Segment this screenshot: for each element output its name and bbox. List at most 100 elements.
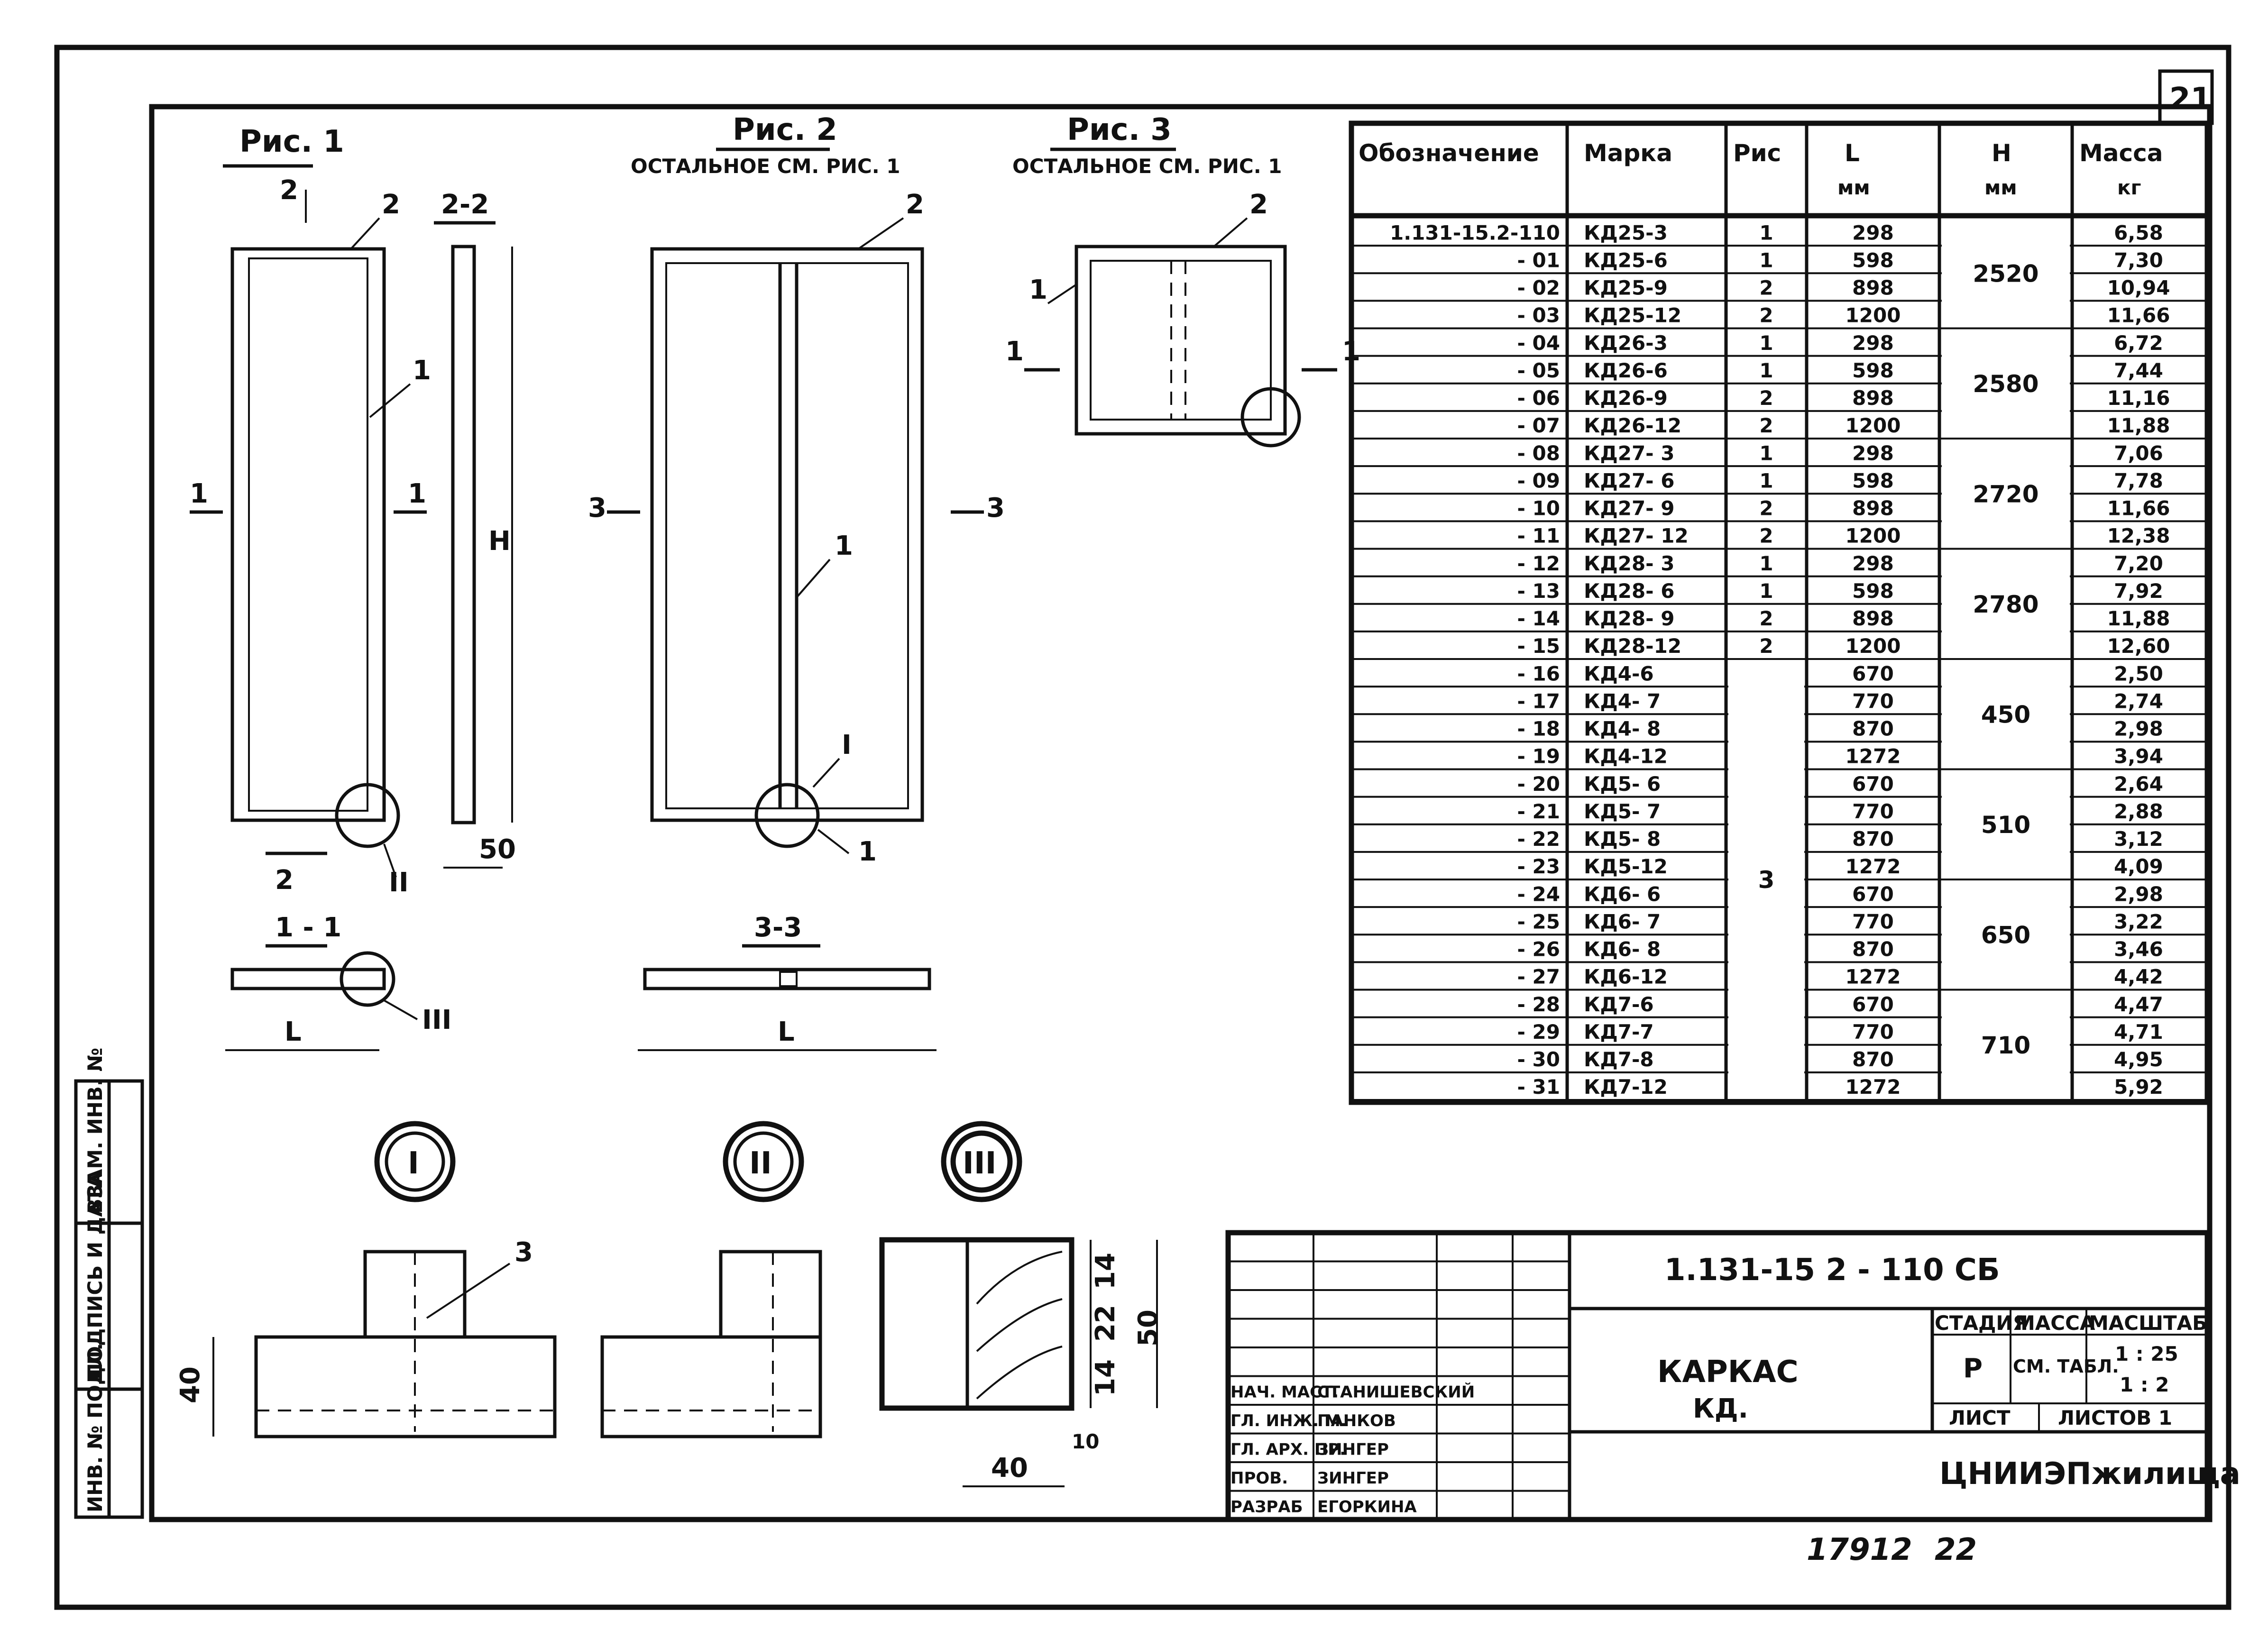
table-cell: 2,64 bbox=[2114, 772, 2163, 796]
role-person: ПАНКОВ bbox=[1317, 1411, 1396, 1430]
table-cell: КД4-6 bbox=[1584, 662, 1654, 685]
detail-III-dim-14b: 14 bbox=[1090, 1359, 1121, 1396]
table-cell: КД7-7 bbox=[1584, 1020, 1654, 1044]
table-cell: - 06 bbox=[1517, 386, 1560, 410]
table-cell: КД27- 9 bbox=[1584, 497, 1674, 520]
h-group-cell bbox=[1942, 440, 2070, 548]
table-cell: 1 bbox=[1759, 469, 1773, 492]
tb-org: ЦНИИЭПжилища bbox=[1939, 1456, 2240, 1492]
role-title: РАЗРАБ bbox=[1230, 1498, 1303, 1517]
table-cell: 7,30 bbox=[2114, 248, 2163, 272]
table-cell: 2 bbox=[1759, 634, 1773, 658]
table-cell: 2 bbox=[1759, 276, 1773, 300]
table-cell: КД27- 3 bbox=[1584, 441, 1674, 465]
h-group-value: 2580 bbox=[1973, 370, 2038, 398]
table-cell: - 11 bbox=[1517, 524, 1560, 548]
table-cell: 870 bbox=[1852, 827, 1894, 851]
table-cell: КД26-9 bbox=[1584, 386, 1668, 410]
table-cell: 7,44 bbox=[2114, 359, 2163, 382]
fig1-section-11: 1 - 1 bbox=[275, 912, 341, 943]
th-L: L bbox=[1845, 139, 1860, 167]
detail-III-dim-10: 10 bbox=[1072, 1430, 1099, 1453]
table-cell: 3,94 bbox=[2114, 745, 2163, 768]
fig1-cut-label-top: 2 bbox=[280, 175, 298, 206]
table-cell: 2 bbox=[1759, 414, 1773, 437]
h-group-cell bbox=[1942, 660, 2070, 768]
table-cell: КД4- 7 bbox=[1584, 689, 1661, 713]
fig2-detail-I: I bbox=[842, 730, 852, 760]
table-cell: 1272 bbox=[1846, 1075, 1901, 1099]
table-cell: 3,22 bbox=[2114, 910, 2163, 933]
role-title: ПРОВ. bbox=[1230, 1469, 1288, 1488]
table-cell: 1272 bbox=[1846, 965, 1901, 989]
fig3-cut-1-left: 1 bbox=[1005, 336, 1024, 367]
table-cell: 898 bbox=[1852, 386, 1894, 410]
h-group-value: 650 bbox=[1981, 921, 2030, 949]
table-cell: 298 bbox=[1852, 552, 1894, 575]
table-cell: - 24 bbox=[1517, 882, 1560, 906]
tb-subtitle: КД. bbox=[1693, 1393, 1748, 1424]
table-cell: 870 bbox=[1852, 1048, 1894, 1071]
table-cell: 1.131-15.2-110 bbox=[1390, 221, 1560, 244]
table-cell: КД4-12 bbox=[1584, 745, 1668, 768]
h-group-value: 450 bbox=[1981, 701, 2030, 728]
table-cell: 898 bbox=[1852, 607, 1894, 630]
table-cell: - 18 bbox=[1517, 717, 1560, 741]
title-block: 1.131-15 2 - 110 СБ КАРКАС КД. СТАДИЯ МА… bbox=[1225, 1230, 2240, 1522]
table-cell: 1 bbox=[1759, 221, 1773, 244]
table-cell: КД27- 6 bbox=[1584, 469, 1674, 492]
table-cell: 2 bbox=[1759, 524, 1773, 548]
table-cell: КД26-6 bbox=[1584, 359, 1668, 382]
tb-code: 1.131-15 2 - 110 СБ bbox=[1664, 1253, 2000, 1288]
side-stamp-vzam: ВЗАМ. ИНВ. № bbox=[83, 1048, 107, 1214]
table-cell: 1272 bbox=[1846, 855, 1901, 878]
h-group-cell bbox=[1942, 330, 2070, 437]
table-cell: 898 bbox=[1852, 497, 1894, 520]
table-cell: 4,42 bbox=[2114, 965, 2163, 989]
h-group-cell bbox=[1942, 550, 2070, 658]
table-cell: 5,92 bbox=[2114, 1075, 2163, 1099]
fig-merged-value: 3 bbox=[1758, 866, 1775, 894]
table-cell: - 25 bbox=[1517, 910, 1560, 933]
detail-I-dim-40: 40 bbox=[175, 1366, 206, 1403]
table-cell: 2,98 bbox=[2114, 717, 2163, 741]
fig1-title: Рис. 1 bbox=[239, 124, 344, 159]
figure-1: Рис. 1 2 2 1 1 1 II 2 2-2 H 50 1 - 1 III bbox=[190, 124, 516, 1051]
table-cell: - 16 bbox=[1517, 662, 1560, 685]
table-cell: КД5- 7 bbox=[1584, 800, 1661, 823]
h-group-value: 2520 bbox=[1973, 260, 2038, 287]
h-group-value: 710 bbox=[1981, 1032, 2030, 1059]
table-cell: КД5- 8 bbox=[1584, 827, 1661, 851]
table-cell: 10,94 bbox=[2107, 276, 2170, 300]
table-cell: 598 bbox=[1852, 248, 1894, 272]
table-cell: 598 bbox=[1852, 359, 1894, 382]
table-cell: 3,46 bbox=[2114, 938, 2163, 961]
tb-stage-value: Р bbox=[1963, 1353, 1983, 1384]
detail-III-dim-50: 50 bbox=[1133, 1309, 1164, 1346]
fig1-dim-50: 50 bbox=[479, 834, 516, 865]
fig1-dim-L: L bbox=[285, 1016, 302, 1047]
table-cell: КД6- 6 bbox=[1584, 882, 1661, 906]
table-cell: КД25-9 bbox=[1584, 276, 1668, 300]
th-mass: Масса bbox=[2079, 139, 2163, 167]
table-cell: КД4- 8 bbox=[1584, 717, 1661, 741]
table-cell: 11,88 bbox=[2107, 414, 2170, 437]
fig2-section-33: 3-3 bbox=[754, 912, 802, 943]
table-cell: 1 bbox=[1759, 331, 1773, 355]
table-cell: - 26 bbox=[1517, 938, 1560, 961]
table-cell: 4,95 bbox=[2114, 1048, 2163, 1071]
detail-III-dim-14a: 14 bbox=[1090, 1253, 1121, 1290]
table-cell: - 10 bbox=[1517, 497, 1560, 520]
table-cell: 1 bbox=[1759, 248, 1773, 272]
fig1-detail-III: III bbox=[422, 1005, 452, 1035]
table-cell: 11,66 bbox=[2107, 497, 2170, 520]
table-cell: 298 bbox=[1852, 331, 1894, 355]
table-cell: - 21 bbox=[1517, 800, 1560, 823]
table-cell: - 12 bbox=[1517, 552, 1560, 575]
table-cell: 598 bbox=[1852, 579, 1894, 603]
fig2-cut-3-left: 3 bbox=[588, 493, 606, 523]
table-cell: 670 bbox=[1852, 662, 1894, 685]
fig2-callout-1b: 1 bbox=[858, 836, 877, 867]
fig1-section-22: 2-2 bbox=[441, 189, 489, 220]
table-cell: 7,20 bbox=[2114, 552, 2163, 575]
